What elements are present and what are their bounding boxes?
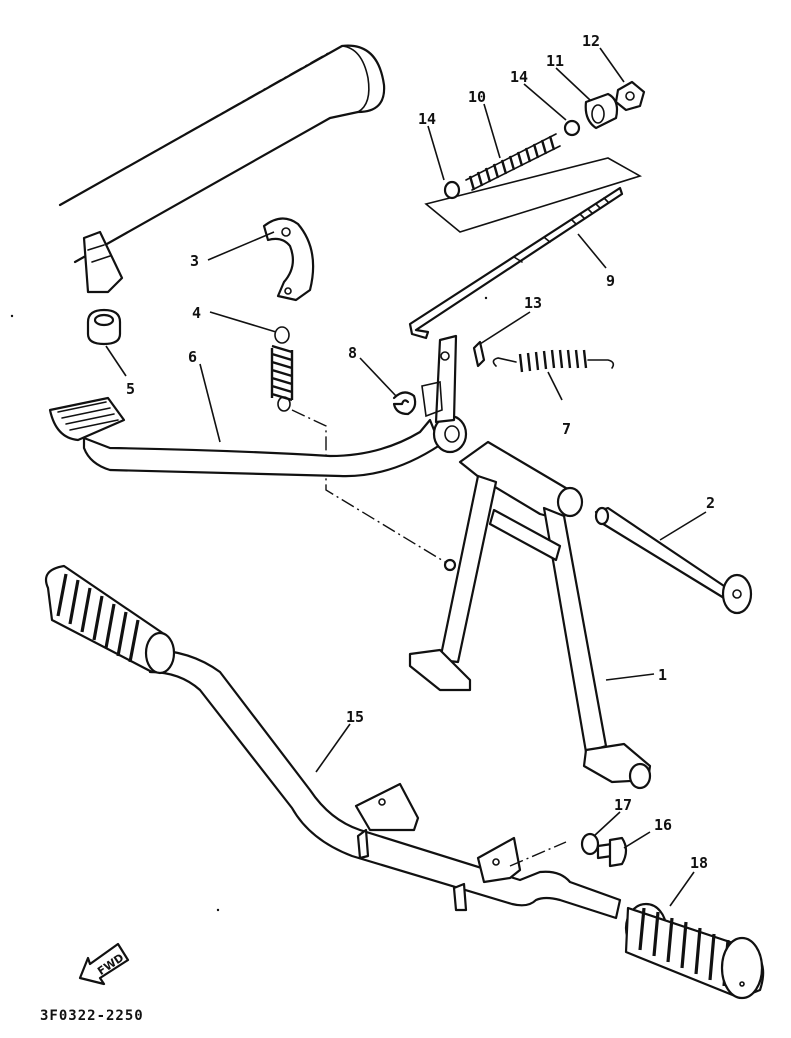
alignment-line [291, 409, 451, 566]
part-11-collar [584, 92, 619, 130]
callout-15: 15 [346, 708, 364, 726]
callout-8: 8 [348, 344, 357, 362]
part-16-bolt [596, 836, 628, 868]
part-1-main-stand [408, 440, 652, 790]
part-14-washer-right [563, 119, 581, 137]
stray-dot [484, 296, 488, 300]
part-12-nut [614, 80, 646, 112]
part-2-shaft [594, 506, 753, 615]
stray-dot [10, 314, 14, 318]
part-9-rod [408, 186, 624, 340]
callout-12: 12 [582, 32, 600, 50]
part-10-spring [465, 133, 561, 191]
callout-10: 10 [468, 88, 486, 106]
callout-14-left: 14 [418, 110, 436, 128]
part-15-footrest-bar [148, 648, 622, 920]
callout-3: 3 [190, 252, 199, 270]
part-4-spring [270, 326, 294, 412]
left-footrest-rubber [44, 564, 176, 675]
callout-16: 16 [654, 816, 672, 834]
part-18-right-footrest-rubber [624, 902, 765, 1000]
callout-14-right: 14 [510, 68, 528, 86]
callout-6: 6 [188, 348, 197, 366]
diagram-code: 3F0322-2250 [40, 1008, 144, 1024]
part-3-bracket [262, 217, 315, 302]
callout-4: 4 [192, 304, 201, 322]
callout-9: 9 [606, 272, 615, 290]
callout-2: 2 [706, 494, 715, 512]
part-17-washer [580, 832, 600, 856]
leader-lines [105, 47, 707, 907]
part-8-clip [392, 391, 417, 416]
forward-arrow-icon: FWD [78, 942, 130, 986]
muffler [58, 44, 386, 294]
part-14-washer-left [443, 180, 461, 200]
callout-18: 18 [690, 854, 708, 872]
callout-13: 13 [524, 294, 542, 312]
callout-labels: 1 2 3 4 5 6 7 8 9 10 11 12 13 14 14 15 1… [126, 32, 715, 872]
callout-11: 11 [546, 52, 564, 70]
part-13-cotter-pin [472, 340, 486, 368]
callout-5: 5 [126, 380, 135, 398]
stray-dot [216, 908, 220, 912]
callout-1: 1 [658, 666, 667, 684]
part-5-damper [86, 308, 122, 346]
callout-17: 17 [614, 796, 632, 814]
assembly-plane [424, 157, 643, 233]
part-6-brake-pedal [48, 334, 468, 478]
part-7-spring [492, 349, 615, 373]
callout-7: 7 [562, 420, 571, 438]
